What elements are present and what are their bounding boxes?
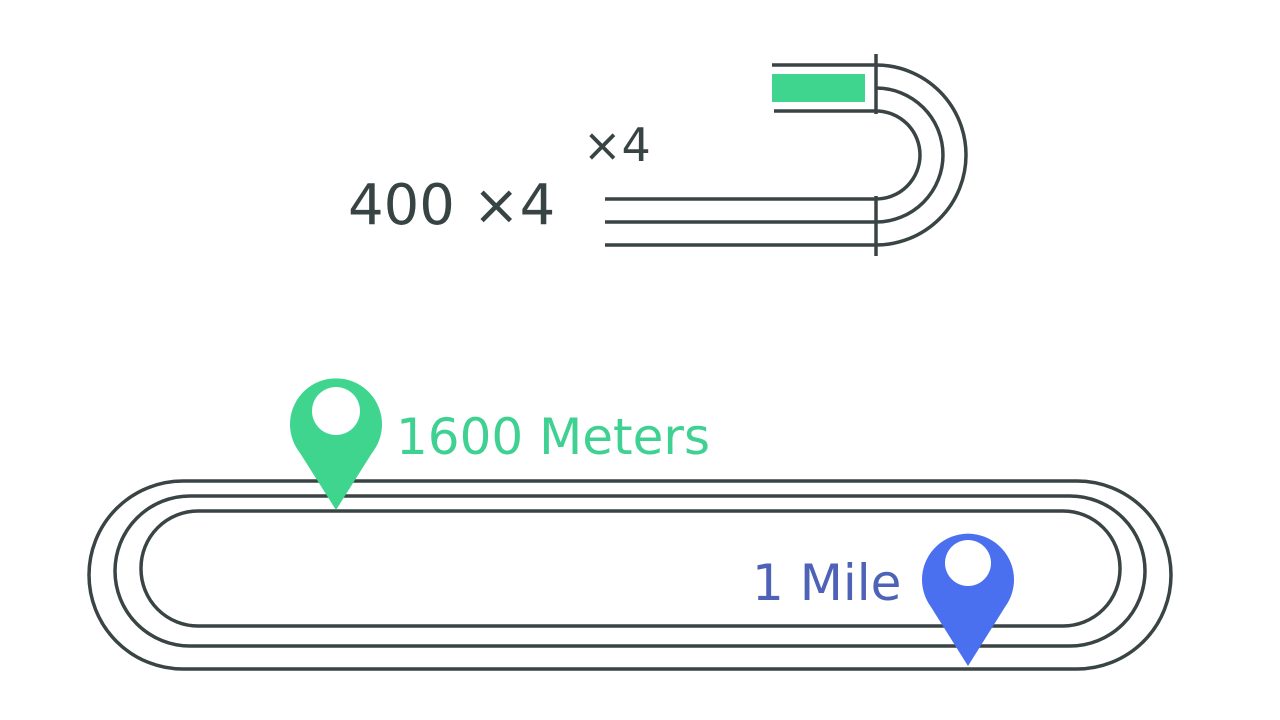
relay-track [605, 54, 968, 256]
relay-lane-inner [605, 109, 922, 201]
oval-lane-inner [139, 509, 1122, 628]
relay-multiplier-label: ×4 [583, 118, 651, 172]
meters-marker-label: 1600 Meters [396, 408, 711, 466]
map-pin-icon [921, 533, 1014, 666]
oval-lane-outer [87, 479, 1173, 671]
relay-lane-highlight [772, 74, 865, 102]
relay-lane-outer [605, 63, 968, 247]
mile-marker-label: 1 Mile [752, 554, 902, 612]
relay-distance-label: 400 ×4 [348, 173, 556, 238]
oval-lane-middle [113, 494, 1147, 648]
map-pin-icon [290, 378, 383, 510]
oval-track [87, 479, 1173, 671]
relay-lane-middle [605, 86, 945, 224]
